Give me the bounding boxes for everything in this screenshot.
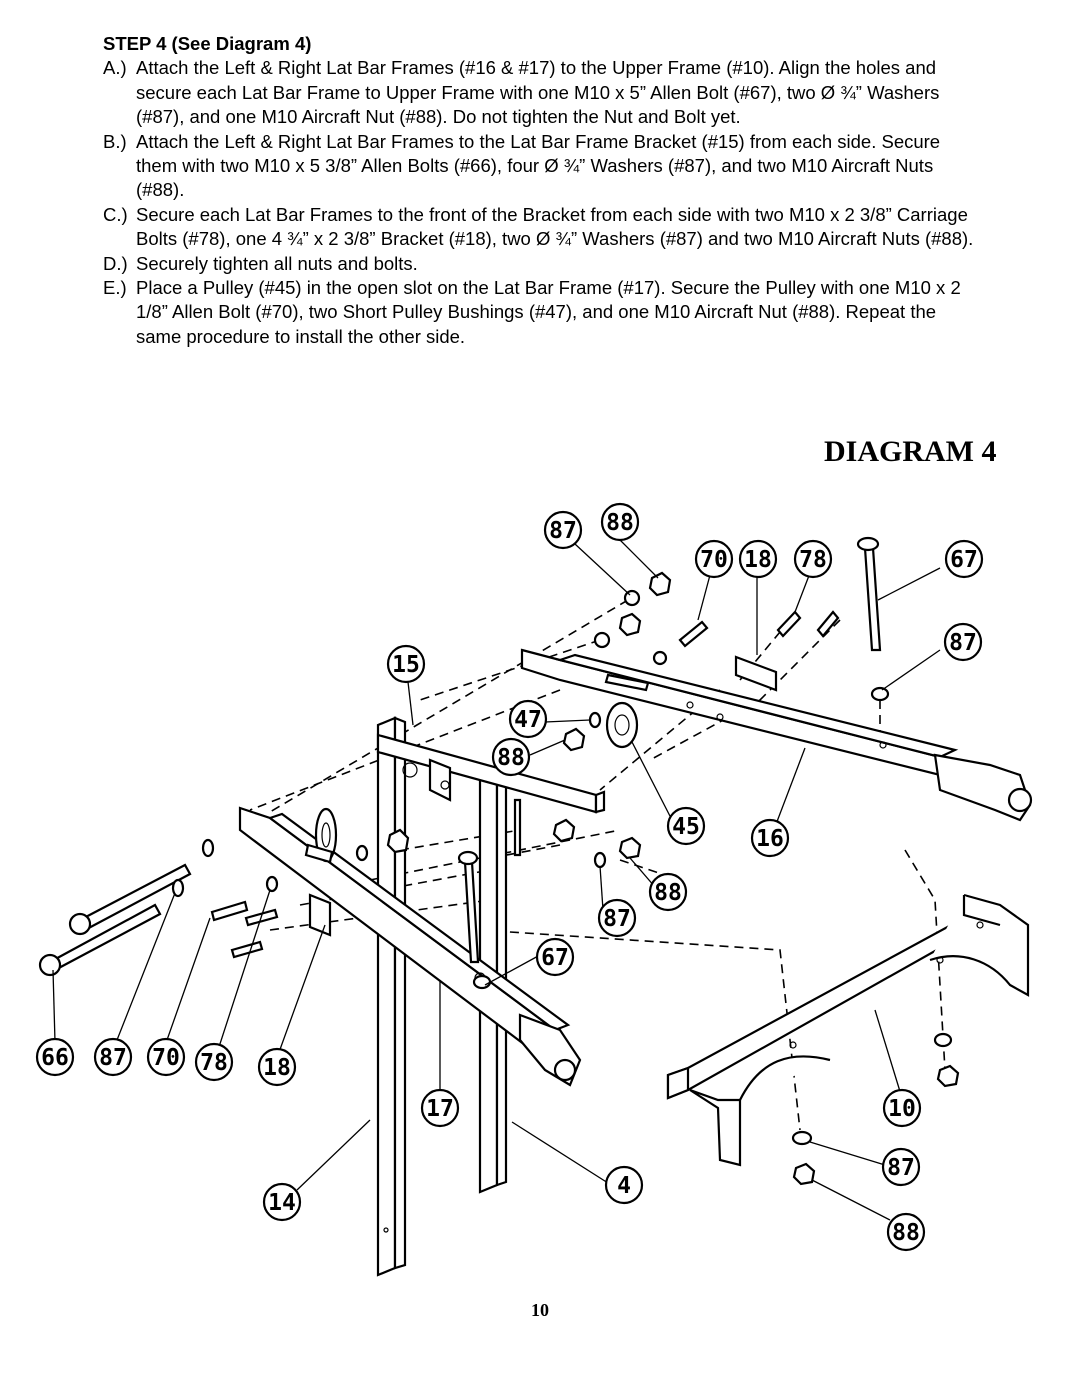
callout-18: 18 — [738, 539, 778, 579]
callout-87: 87 — [943, 622, 983, 662]
callout-label: 87 — [99, 1045, 127, 1071]
callout-label: 66 — [41, 1045, 69, 1071]
callout-label: 18 — [744, 547, 772, 573]
callout-87: 87 — [93, 1037, 133, 1077]
callout-78: 78 — [793, 539, 833, 579]
callout-label: 67 — [950, 547, 978, 573]
step-text: Attach the Left & Right Lat Bar Frames (… — [136, 57, 940, 128]
step-item-a: A.) Attach the Left & Right Lat Bar Fram… — [103, 56, 983, 129]
callout-17: 17 — [420, 1088, 460, 1128]
callout-label: 4 — [617, 1173, 631, 1199]
step-marker: E.) — [103, 277, 127, 299]
callout-label: 16 — [756, 826, 784, 852]
step-item-d: D.) Securely tighten all nuts and bolts. — [103, 252, 983, 276]
callout-88: 88 — [886, 1212, 926, 1252]
diagram-title: DIAGRAM 4 — [824, 435, 997, 468]
lat-bar-frame-16 — [520, 648, 1033, 822]
step-text: Place a Pulley (#45) in the open slot on… — [136, 277, 961, 347]
lat-bar-frame-17 — [238, 806, 582, 1087]
callout-88: 88 — [648, 872, 688, 912]
callout-label: 78 — [200, 1050, 228, 1076]
bracket-18-top — [734, 655, 778, 692]
step-marker: B.) — [103, 130, 127, 152]
callout-67: 67 — [944, 539, 984, 579]
callout-78: 78 — [194, 1042, 234, 1082]
callout-label: 15 — [392, 652, 420, 678]
callout-label: 88 — [892, 1220, 920, 1246]
callout-label: 87 — [549, 518, 577, 544]
callout-label: 87 — [949, 630, 977, 656]
upper-frame-10 — [666, 893, 1030, 1167]
callout-label: 17 — [426, 1096, 454, 1122]
callout-label: 67 — [541, 945, 569, 971]
callout-label: 14 — [268, 1190, 296, 1216]
callout-label: 47 — [514, 707, 542, 733]
callout-70: 70 — [146, 1037, 186, 1077]
callout-67: 67 — [535, 937, 575, 977]
step-text: Secure each Lat Bar Frames to the front … — [136, 203, 974, 250]
callout-label: 88 — [606, 510, 634, 536]
callout-label: 87 — [887, 1155, 915, 1181]
callout-label: 87 — [603, 906, 631, 932]
callout-88: 88 — [600, 502, 640, 542]
upright-frame — [376, 716, 606, 1277]
callout-14: 14 — [262, 1182, 302, 1222]
leader-lines — [52, 534, 941, 1221]
callout-47: 47 — [508, 699, 548, 739]
callout-label: 10 — [888, 1096, 916, 1122]
callout-87: 87 — [597, 898, 637, 938]
callout-label: 88 — [654, 880, 682, 906]
callout-label: 78 — [799, 547, 827, 573]
step-text: Securely tighten all nuts and bolts. — [136, 252, 418, 274]
step-marker: A.) — [103, 57, 127, 79]
step-list: A.) Attach the Left & Right Lat Bar Fram… — [103, 56, 983, 349]
instructions: STEP 4 (See Diagram 4) A.) Attach the Le… — [103, 32, 983, 349]
step-marker: D.) — [103, 252, 128, 274]
callout-88: 88 — [491, 737, 531, 777]
callout-87: 87 — [543, 510, 583, 550]
hardware — [38, 536, 960, 1186]
step-item-c: C.) Secure each Lat Bar Frames to the fr… — [103, 203, 983, 252]
callout-label: 70 — [700, 547, 728, 573]
callout-66: 66 — [35, 1037, 75, 1077]
callout-16: 16 — [750, 818, 790, 858]
callout-label: 88 — [497, 745, 525, 771]
callout-18: 18 — [257, 1047, 297, 1087]
step-item-b: B.) Attach the Left & Right Lat Bar Fram… — [103, 130, 983, 203]
callout-15: 15 — [386, 644, 426, 684]
callout-label: 18 — [263, 1055, 291, 1081]
step-heading: STEP 4 (See Diagram 4) — [103, 33, 312, 54]
page-number: 10 — [531, 1300, 549, 1320]
callout-label: 45 — [672, 814, 700, 840]
callout-87: 87 — [881, 1147, 921, 1187]
step-marker: C.) — [103, 203, 128, 225]
callout-4: 4 — [604, 1165, 644, 1205]
step-text: Attach the Left & Right Lat Bar Frames t… — [136, 130, 941, 201]
callout-label: 70 — [152, 1045, 180, 1071]
callout-10: 10 — [882, 1088, 922, 1128]
callout-45: 45 — [666, 806, 706, 846]
step-item-e: E.) Place a Pulley (#45) in the open slo… — [103, 276, 983, 349]
callout-70: 70 — [694, 539, 734, 579]
